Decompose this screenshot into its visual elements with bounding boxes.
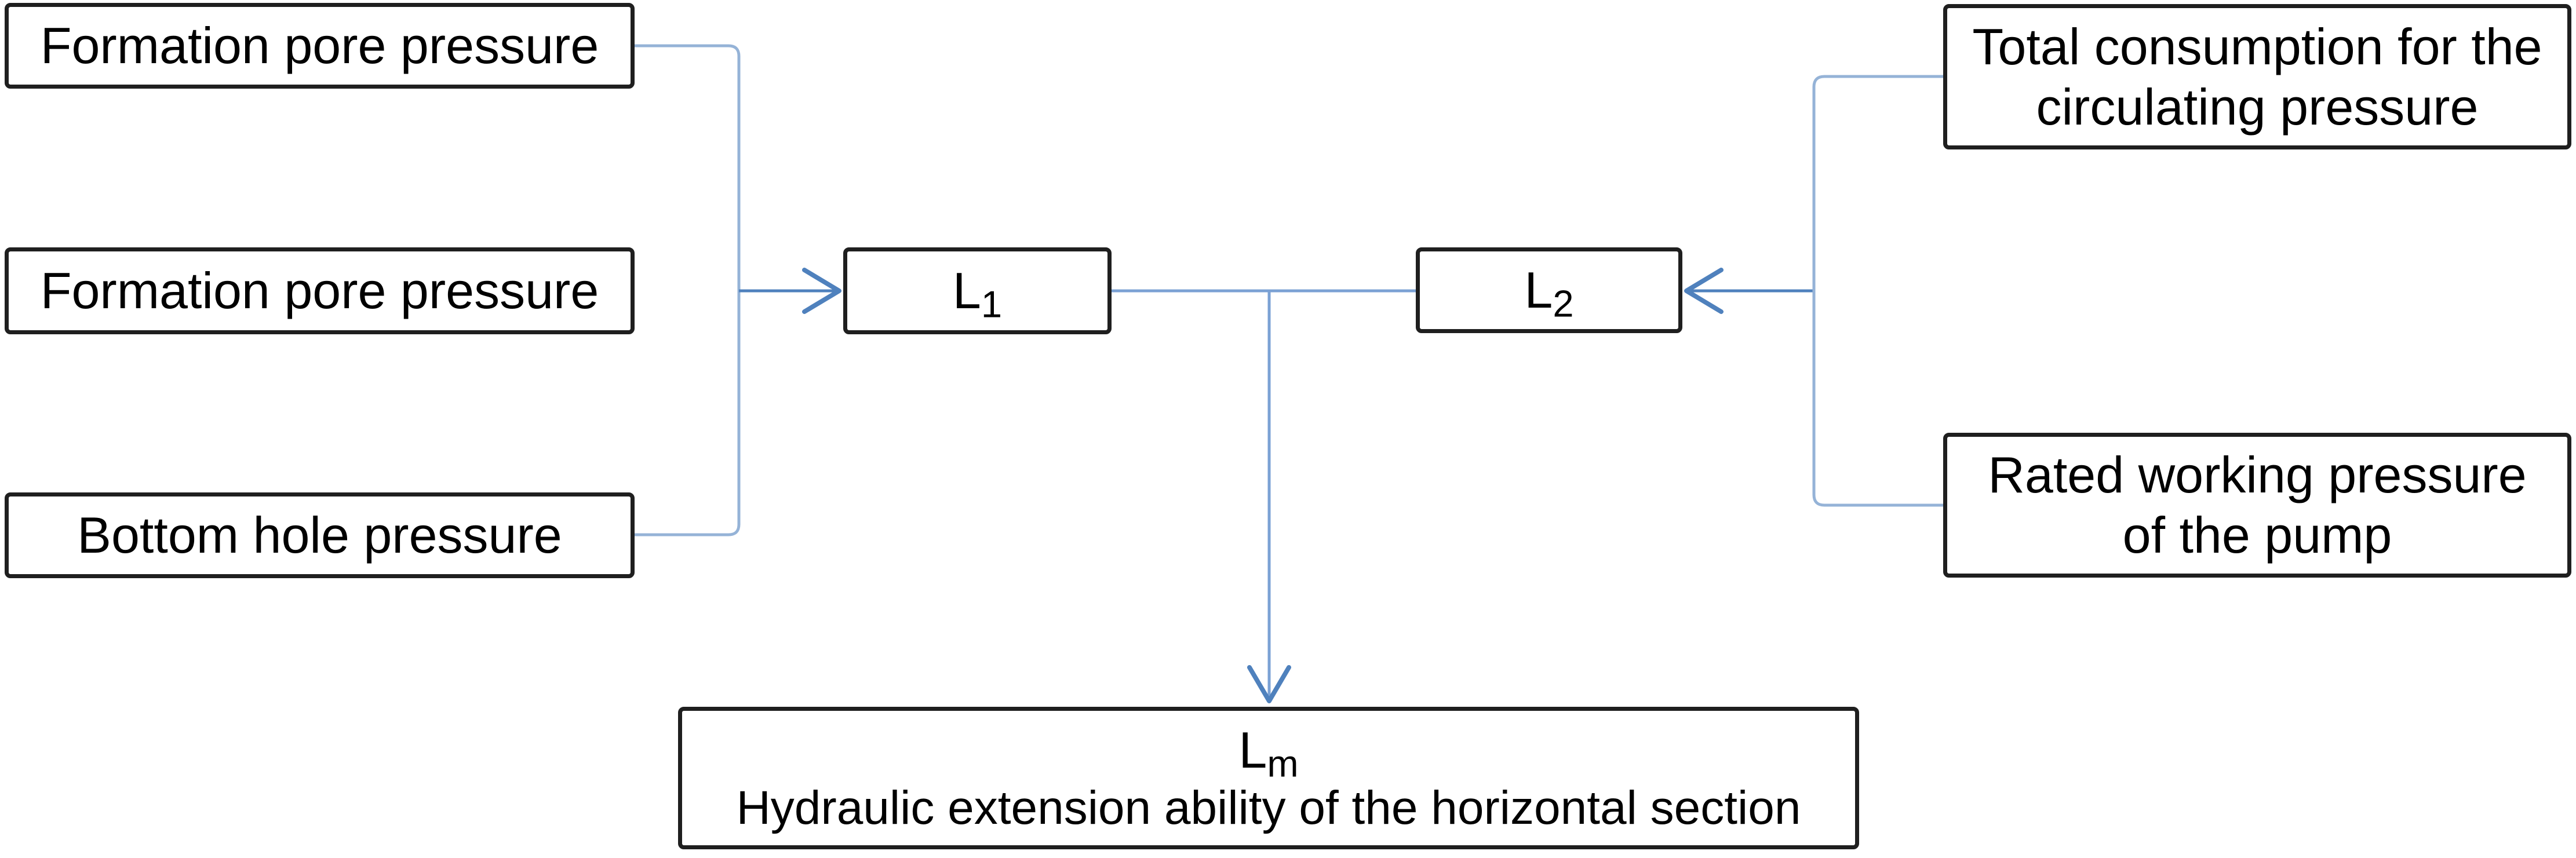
node-label-line1: Rated working pressure	[1988, 446, 2527, 504]
node-formation-pore-pressure-1: Formation pore pressure	[5, 3, 635, 89]
node-total-consumption: Total consumption for the circulating pr…	[1943, 4, 2571, 149]
node-formation-pore-pressure-2: Formation pore pressure	[5, 247, 635, 334]
node-l2: L2	[1416, 247, 1682, 333]
node-label-line2: Hydraulic extension ability of the horiz…	[736, 781, 1801, 834]
l2-subscript: 2	[1553, 282, 1574, 325]
node-bottom-hole-pressure: Bottom hole pressure	[5, 492, 635, 578]
node-label: Formation pore pressure	[40, 17, 599, 75]
node-label: L2	[1524, 261, 1574, 325]
connector-left-bus	[633, 44, 741, 536]
lm-subscript: m	[1267, 742, 1299, 785]
node-label: Bottom hole pressure	[77, 506, 562, 564]
connector-right-bus	[1812, 75, 1943, 507]
node-label-line1: Lm	[1238, 721, 1299, 785]
node-rated-working-pressure: Rated working pressure of the pump	[1943, 433, 2571, 578]
node-lm-hydraulic-extension: Lm Hydraulic extension ability of the ho…	[678, 707, 1859, 849]
node-label-line2: of the pump	[2122, 506, 2392, 564]
node-l1: L1	[843, 247, 1112, 334]
l1-subscript: 1	[981, 283, 1003, 326]
node-label-line2: circulating pressure	[2036, 78, 2479, 136]
node-label-line1: Total consumption for the	[1972, 17, 2542, 75]
arrowhead-into-l1	[802, 268, 841, 314]
node-label: L1	[952, 262, 1003, 326]
arrowhead-into-lm	[1247, 665, 1291, 703]
node-label: Formation pore pressure	[40, 262, 599, 320]
arrowhead-into-l2	[1684, 268, 1724, 314]
